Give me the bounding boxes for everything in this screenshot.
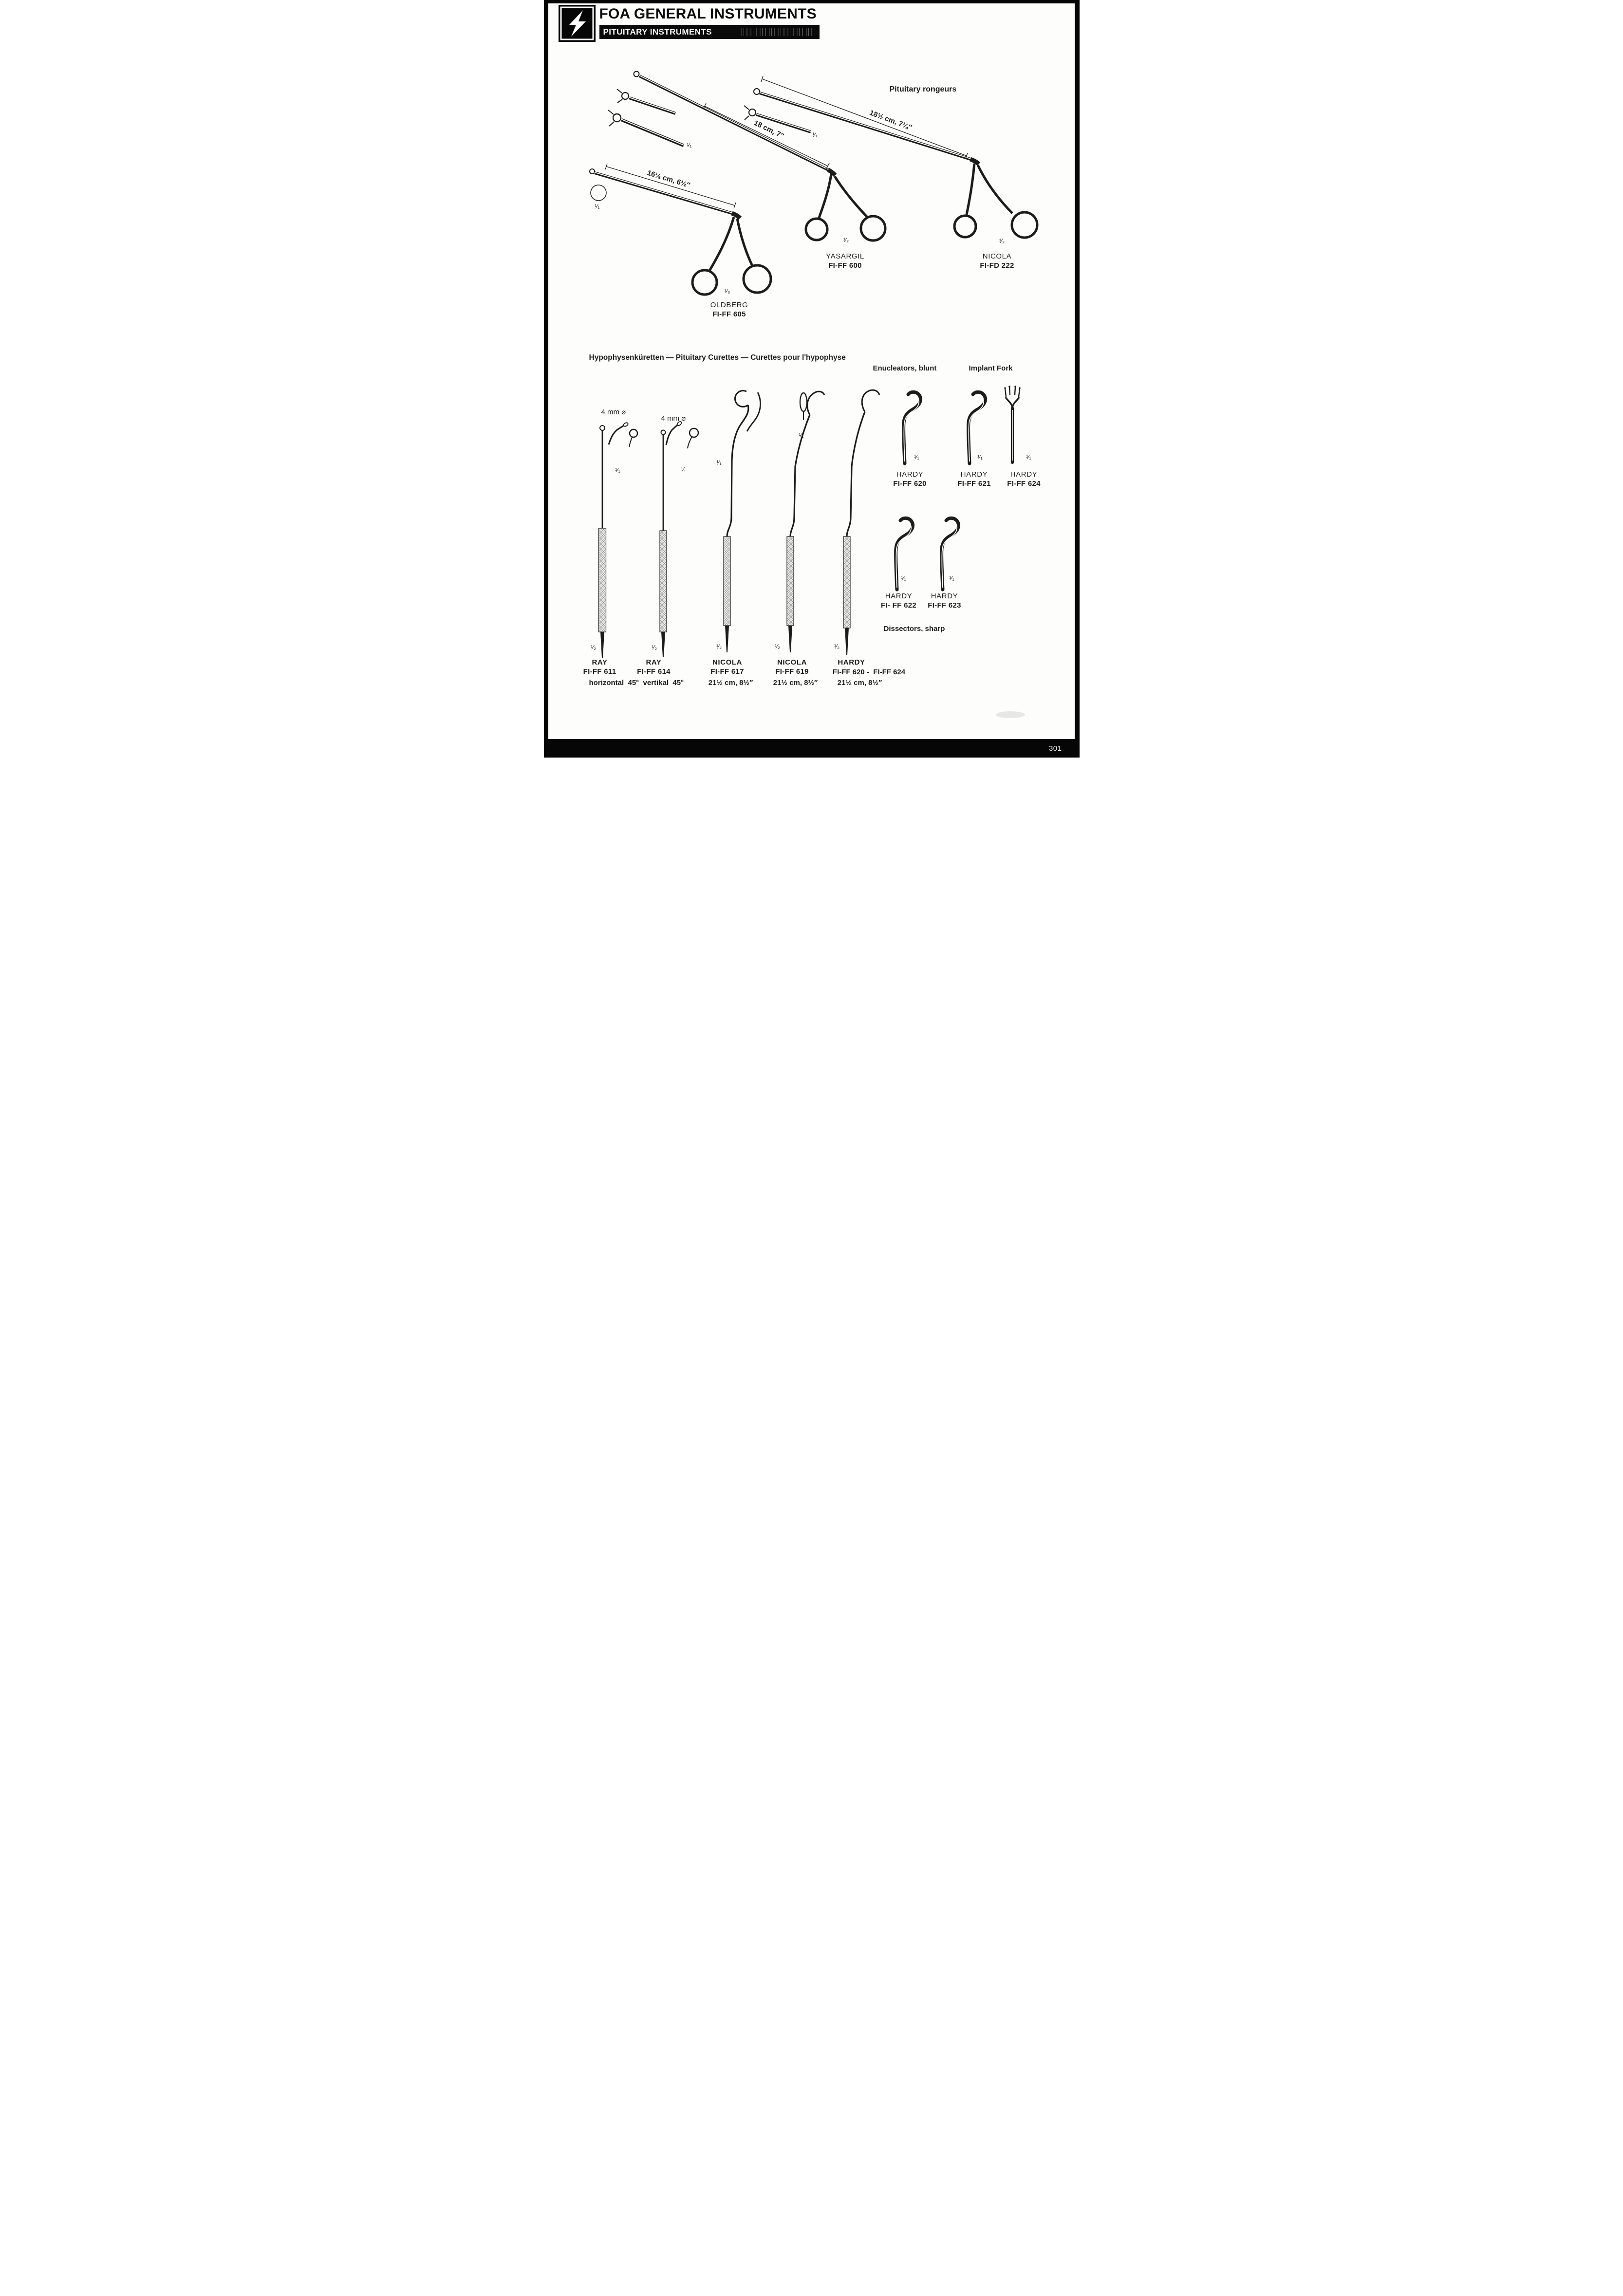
catalog-code: FI-FF 617: [710, 667, 744, 676]
scale-mark: ¹⁄₃: [724, 288, 730, 295]
scale-mark: ¹⁄₂: [716, 643, 722, 650]
implant-fork-caption: Implant Fork: [969, 364, 1013, 372]
hardy-624-label: HARDY FI-FF 624: [1007, 470, 1041, 488]
page-header: FOA GENERAL INSTRUMENTS PITUITARY INSTRU…: [544, 0, 1080, 49]
subtitle-bar: PITUITARY INSTRUMENTS: [599, 25, 820, 39]
scale-mark: ¹⁄₁: [716, 459, 722, 466]
oldberg-rongeur-drawing: [589, 163, 772, 296]
instrument-name: HARDY: [960, 470, 988, 479]
detached-tip-views: [607, 89, 811, 148]
scan-artifact: [741, 28, 814, 36]
catalog-code: FI-FF 619: [775, 667, 809, 676]
hardy-622-label: HARDY FI- FF 622: [881, 592, 916, 610]
instrument-name: OLDBERG: [710, 301, 748, 309]
instrument-code: FI-FF 624: [1007, 480, 1041, 488]
catalog-entry-hardy-name: HARDY: [838, 658, 865, 667]
curettes-heading: Hypophysenküretten — Pituitary Curettes …: [589, 353, 846, 362]
instrument-name: HARDY: [896, 470, 924, 479]
scan-smudge: [995, 711, 1025, 718]
instrument-code: FI-FD 222: [980, 261, 1014, 270]
instrument-code: FI-FF 600: [828, 261, 862, 270]
scale-mark: ¹⁄₁: [1026, 454, 1031, 461]
instrument-code: FI-FF 623: [928, 601, 961, 610]
enucleators-caption: Enucleators, blunt: [873, 364, 937, 372]
page-border-left: [543, 0, 548, 758]
catalog-entry-ray-614: RAY FI-FF 614: [637, 658, 671, 676]
footer-bar: 301: [543, 739, 1080, 758]
hardy-620-enucleator-drawing: [903, 392, 920, 463]
catalog-entry-nicola-619: NICOLA FI-FF 619: [775, 658, 809, 676]
hardy-623-label: HARDY FI-FF 623: [928, 592, 961, 610]
hardy-curette-drawing: [842, 389, 880, 655]
page-number: 301: [1048, 744, 1062, 753]
catalog-entry-nicola-617: NICOLA FI-FF 617: [710, 658, 744, 676]
nicola-rongeur-drawing: [753, 75, 1038, 239]
nicola-619-drawing: [786, 390, 825, 652]
dissectors-caption: Dissectors, sharp: [883, 625, 945, 633]
yasargil-rongeur-drawing: [633, 71, 886, 242]
catalog-entry-ray-611: RAY FI-FF 611: [583, 658, 616, 676]
ray-614-drawing: [659, 421, 699, 657]
scale-mark: ¹⁄₂: [651, 644, 657, 651]
page-border-top: [543, 0, 1080, 3]
scale-mark: ¹⁄₁: [977, 454, 983, 461]
scale-mark: ¹⁄₂: [999, 238, 1005, 244]
instrument-code: FI-FF 621: [957, 480, 991, 488]
catalog-name: RAY: [592, 658, 608, 667]
catalog-code: FI-FF 611: [583, 667, 616, 676]
nicola-label: NICOLA FI-FD 222: [980, 252, 1014, 270]
hardy-620-label: HARDY FI-FF 620: [893, 470, 927, 488]
catalog-size: 21½ cm, 8½″: [837, 679, 882, 687]
instrument-code: FI-FF 605: [712, 310, 746, 319]
page-border-right: [1074, 0, 1080, 758]
instrument-code: FI-FF 620: [893, 480, 927, 488]
scale-mark: ¹⁄₁: [949, 575, 954, 582]
scale-mark: ¹⁄₂: [843, 237, 849, 243]
catalog-code: FI-FF 614: [637, 667, 671, 676]
scale-mark: ¹⁄₁: [914, 454, 919, 461]
catalog-size: 21½ cm, 8½″: [773, 679, 818, 687]
hardy-621-enucleator-drawing: [968, 392, 985, 463]
catalog-name: NICOLA: [777, 658, 807, 667]
diameter-label: 4 mm ⌀: [601, 408, 626, 416]
ray-variants-detail: horizontal 45° vertikal 45°: [589, 679, 684, 687]
catalog-name: RAY: [646, 658, 662, 667]
instrument-name: NICOLA: [982, 252, 1012, 260]
catalog-name: HARDY: [838, 658, 865, 667]
scale-mark: ¹⁄₁: [812, 131, 818, 138]
nicola-617-drawing: [723, 389, 761, 652]
foa-logo: [558, 5, 596, 42]
scale-mark: ¹⁄₂: [774, 643, 781, 650]
catalog-size: 21½ cm, 8½″: [708, 679, 753, 687]
catalog-name: NICOLA: [712, 658, 743, 667]
page-subtitle: PITUITARY INSTRUMENTS: [603, 27, 712, 37]
scale-mark: ¹⁄₁: [901, 575, 906, 582]
yasargil-label: YASARGIL FI-FF 600: [826, 252, 864, 270]
scale-mark: ¹⁄₁: [681, 466, 686, 473]
scale-mark: ¹⁄₁: [799, 432, 804, 439]
hardy-624-implant-fork-drawing: [1004, 386, 1021, 464]
scale-mark: ¹⁄₂: [590, 644, 597, 651]
instrument-name: HARDY: [931, 592, 958, 600]
instrument-name: HARDY: [1010, 470, 1038, 479]
scale-mark: ¹⁄₁: [687, 142, 692, 148]
scale-mark: ¹⁄₂: [834, 643, 840, 650]
catalog-page: FOA GENERAL INSTRUMENTS PITUITARY INSTRU…: [543, 0, 1080, 758]
diameter-label: 4 mm ⌀: [661, 414, 686, 423]
foa-logo-icon: [558, 5, 596, 42]
instrument-name: HARDY: [885, 592, 913, 600]
oldberg-label: OLDBERG FI-FF 605: [710, 301, 748, 319]
scale-mark: ¹⁄₁: [615, 467, 620, 474]
instrument-illustrations: [589, 71, 1038, 718]
header-titles: FOA GENERAL INSTRUMENTS PITUITARY INSTRU…: [599, 6, 820, 39]
ray-611-drawing: [598, 422, 638, 658]
hardy-621-label: HARDY FI-FF 621: [957, 470, 991, 488]
page-title: FOA GENERAL INSTRUMENTS: [599, 6, 817, 22]
catalog-entry-hardy-code: FI-FF 620 - FI-FF 624: [832, 668, 906, 676]
instrument-name: YASARGIL: [826, 252, 864, 260]
rongeurs-caption: Pituitary rongeurs: [889, 85, 957, 93]
scale-mark: ¹⁄₁: [595, 203, 600, 210]
instrument-code: FI- FF 622: [880, 601, 917, 610]
